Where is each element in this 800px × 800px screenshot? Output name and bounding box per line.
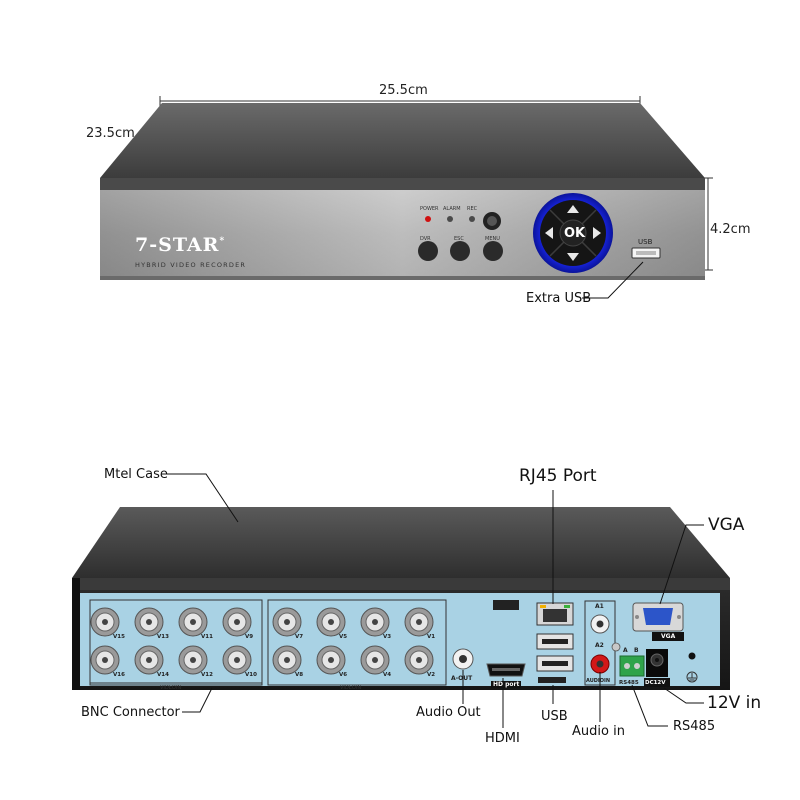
button-label-dvr: DVR — [420, 236, 431, 242]
dc-power-jack — [644, 649, 670, 687]
bnc-connector-pin — [328, 657, 334, 663]
callout-bnc-connector: BNC Connector — [81, 705, 180, 720]
callout-12v-in: 12V in — [707, 693, 762, 713]
subtitle-hybrid-video-recorder: HYBRID VIDEO RECORDER — [135, 261, 247, 269]
bnc-connectors — [90, 607, 434, 675]
vga-port-label: VGA — [661, 633, 676, 640]
usb-front-label: USB — [638, 238, 653, 246]
bnc-connector-pin — [416, 619, 422, 625]
bnc-channel-label: V1 — [427, 634, 436, 640]
callout-rj45-port: RJ45 Port — [519, 466, 597, 486]
bnc-connector-pin — [284, 657, 290, 663]
audio-out-jack — [452, 648, 474, 670]
callout-audio-out: Audio Out — [416, 705, 481, 720]
ground-screw — [686, 652, 698, 683]
rj45-port — [536, 602, 574, 626]
network-icon-block — [493, 600, 519, 610]
callout-vga: VGA — [708, 515, 745, 535]
callout-hdmi: HDMI — [485, 731, 520, 746]
rs485-terminal — [619, 655, 645, 677]
front-leds — [425, 212, 501, 230]
bnc-channel-label: V8 — [295, 672, 304, 678]
bnc-channel-label: V5 — [339, 634, 348, 640]
a2-label: A2 — [595, 642, 604, 649]
ok-button-label: OK — [564, 226, 586, 241]
bnc-panel-group-2 — [267, 599, 447, 686]
usb-ports-rear — [536, 633, 574, 683]
bnc-connector-pin — [372, 619, 378, 625]
bnc-connector-pin — [102, 619, 108, 625]
bnc-channel-label: V3 — [383, 634, 392, 640]
bnc-channel-label: V9 — [245, 634, 254, 640]
bnc-channel-label: V6 — [339, 672, 348, 678]
dimension-height-label: 4.2cm — [710, 222, 751, 237]
button-label-menu: MENU — [485, 236, 500, 242]
led-label-alarm: ALARM — [443, 206, 461, 212]
bnc-connector-pin — [416, 657, 422, 663]
aout-port-label: A-OUT — [451, 675, 473, 682]
rs485-port-label: RS485 — [619, 680, 639, 686]
bnc-channel-label: V13 — [157, 634, 169, 640]
extra-usb-leader — [582, 261, 644, 299]
bnc-connector-pin — [372, 657, 378, 663]
vga-port — [632, 602, 684, 641]
video-in-label-2: VIDEOIN — [340, 685, 362, 691]
a1-label: A1 — [595, 603, 604, 610]
bnc-connector-pin — [146, 619, 152, 625]
dc12v-port-label: DC12V — [645, 680, 666, 686]
front-buttons — [418, 241, 503, 261]
bnc-channel-label: V12 — [201, 672, 213, 678]
bnc-connector-pin — [190, 619, 196, 625]
rs485-label-a: A — [623, 647, 628, 654]
audio-in-port-label: AUDIOIN — [586, 678, 611, 684]
bnc-connector-pin — [234, 657, 240, 663]
bnc-connector-pin — [284, 619, 290, 625]
bnc-connector-pin — [102, 657, 108, 663]
callout-metal-case: Mtel Case — [104, 467, 168, 482]
callout-usb: USB — [541, 709, 568, 724]
bnc-channel-label: V14 — [157, 672, 169, 678]
dimension-width-label: 25.5cm — [379, 83, 428, 98]
bnc-channel-label: V7 — [295, 634, 304, 640]
led-label-rec: REC — [467, 206, 478, 212]
bnc-channel-label: V15 — [113, 634, 125, 640]
front-dpad — [533, 193, 613, 273]
brand-logo: 7-STAR* — [135, 234, 225, 256]
bnc-channel-label: V16 — [113, 672, 125, 678]
bnc-connector-pin — [234, 619, 240, 625]
hdmi-port — [486, 663, 526, 677]
bnc-channel-label: V2 — [427, 672, 436, 678]
callout-rs485: RS485 — [673, 719, 716, 734]
callout-audio-in: Audio in — [572, 724, 625, 739]
bnc-channel-label: V10 — [245, 672, 257, 678]
hdmi-port-label: HD port — [491, 681, 522, 688]
rs485-label-b: B — [634, 647, 639, 654]
callout-extra-usb: Extra USB — [526, 291, 592, 306]
front-usb-port — [631, 247, 661, 259]
video-in-label-1: VIDEOIN — [160, 685, 182, 691]
bnc-channel-label: V4 — [383, 672, 392, 678]
bnc-connector-pin — [190, 657, 196, 663]
bnc-channel-label: V11 — [201, 634, 213, 640]
brand-mark: * — [219, 236, 226, 247]
dimension-depth-label: 23.5cm — [86, 126, 135, 141]
bnc-connector-pin — [328, 619, 334, 625]
button-label-esc: ESC — [454, 236, 464, 242]
led-label-power: POWER — [420, 206, 439, 212]
bnc-panel-group-1 — [89, 599, 263, 686]
bnc-connector-pin — [146, 657, 152, 663]
brand-name: 7-STAR — [135, 234, 220, 256]
